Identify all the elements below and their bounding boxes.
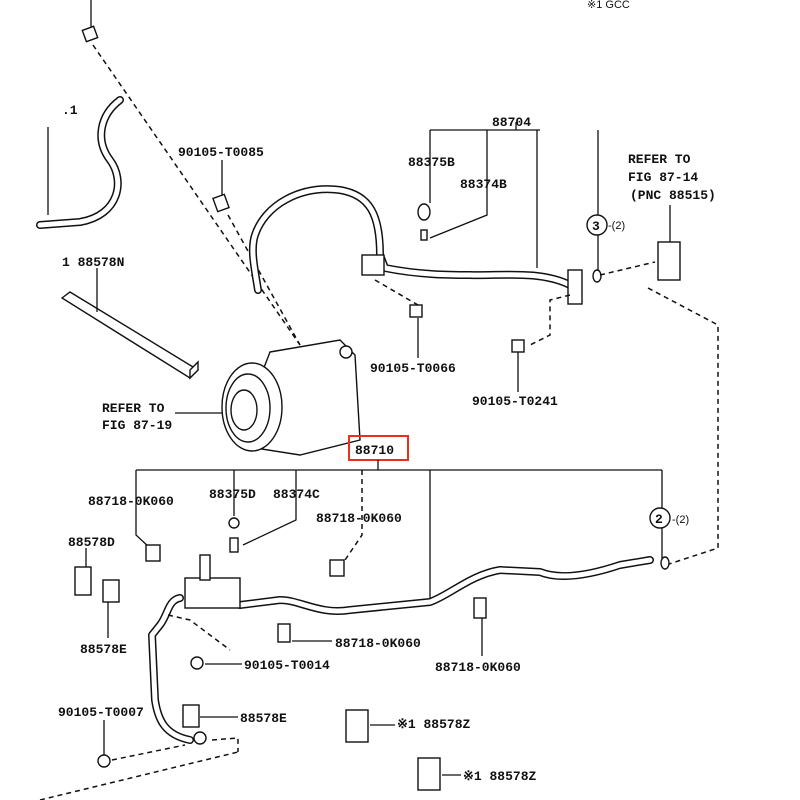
- partial-label: .1: [62, 103, 78, 118]
- insulators: 88578D 88578E 88578E ※1 88578Z ※1 88578Z: [68, 535, 537, 791]
- label-88375B: 88375B: [408, 155, 455, 170]
- label-88578Z-b: ※1 88578Z: [463, 769, 537, 784]
- label-88375D: 88375D: [209, 487, 256, 502]
- label-90105-T0241: 90105-T0241: [472, 394, 558, 409]
- hose-assembly-88710: [148, 517, 670, 752]
- clamps-88718-0K060: 88718-0K060 88718-0K060 88718-0K060 8871…: [88, 487, 521, 675]
- label-88718-b: 88718-0K060: [316, 511, 402, 526]
- label-90105-T0007: 90105-T0007: [58, 705, 144, 720]
- refer-to-text: REFER TO: [628, 152, 691, 167]
- callout-3-number: 3: [592, 219, 600, 234]
- callout-3: [586, 214, 608, 236]
- label-88374C: 88374C: [273, 487, 320, 502]
- leader-lines-88710: 2 -(2): [135, 460, 689, 605]
- hose-assembly-88704: 3 -(2) 88704 88375B 88374B: [248, 115, 656, 305]
- label-88718-d: 88718-0K060: [435, 660, 521, 675]
- bolt-90105-T0007: 90105-T0007: [39, 705, 239, 800]
- label-88718-c: 88718-0K060: [335, 636, 421, 651]
- label-90105-T0066: 90105-T0066: [370, 361, 456, 376]
- label-88710: 88710: [355, 443, 394, 458]
- pnc-88515-text: (PNC 88515): [630, 188, 716, 203]
- callout-2-number: 2: [655, 512, 663, 527]
- label-88704: 88704: [492, 115, 531, 130]
- label-88374B: 88374B: [460, 177, 507, 192]
- bolt-90105-T0066: 90105-T0066: [370, 279, 456, 376]
- compressor: REFER TO FIG 87-19: [102, 339, 361, 456]
- callout-3-qty: -(2): [608, 220, 625, 232]
- bolt-90105-T0085: 90105-T0085: [178, 145, 301, 346]
- refer-to-text-2: REFER TO: [102, 401, 165, 416]
- callout-2: [649, 507, 671, 529]
- left-hose-partial: .1: [36, 96, 124, 229]
- part-88578N: 1 88578N: [60, 255, 200, 380]
- label-90105-T0085: 90105-T0085: [178, 145, 264, 160]
- bolt-90105-T0241: 90105-T0241: [472, 294, 571, 409]
- label-88578N: 1 88578N: [62, 255, 124, 270]
- fig-87-19-text: FIG 87-19: [102, 418, 172, 433]
- label-88578D: 88578D: [68, 535, 115, 550]
- label-88578Z-a: ※1 88578Z: [397, 717, 471, 732]
- bolt-top: [81, 0, 301, 346]
- label-88578E-a: 88578E: [80, 642, 127, 657]
- label-90105-T0014: 90105-T0014: [244, 658, 330, 673]
- callout-2-qty: -(2): [672, 514, 689, 526]
- bolt-90105-T0014: 90105-T0014: [190, 656, 330, 673]
- label-88578E-b: 88578E: [240, 711, 287, 726]
- note-gcc: ※1 GCC: [587, 0, 630, 11]
- fig-87-14-text: FIG 87-14: [628, 170, 698, 185]
- expansion-valve-ref: REFER TO FIG 87-14 (PNC 88515): [628, 152, 719, 566]
- label-88718-a: 88718-0K060: [88, 494, 174, 509]
